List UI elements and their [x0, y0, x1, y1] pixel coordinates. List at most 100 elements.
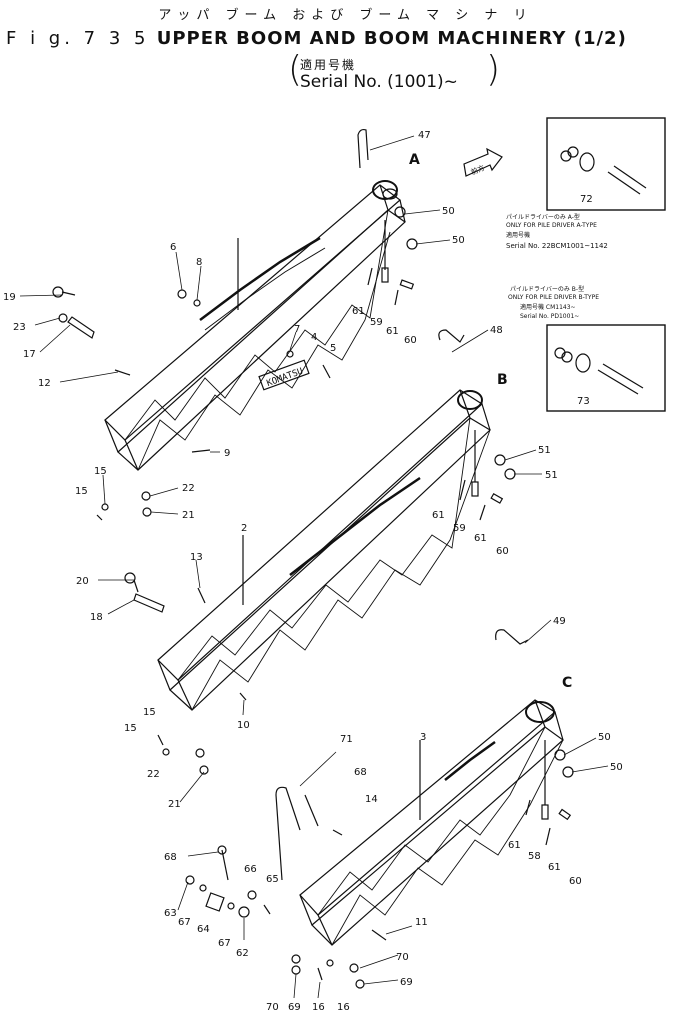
inset-a-serial-japanese: 適用号機 — [506, 232, 531, 239]
inset-b-disc — [575, 353, 591, 373]
part-label-62: 62 — [236, 948, 249, 959]
part-label-64: 64 — [197, 924, 210, 935]
inset-a-japanese: パイルドライバーのみ A-型 — [506, 214, 580, 221]
front-direction-arrow — [463, 147, 503, 177]
part-label-22-b: 22 — [147, 769, 160, 780]
part-label-61-f: 61 — [548, 862, 561, 873]
figure-number: F i g. 7 3 5 — [6, 28, 150, 49]
inset-a-english: ONLY FOR PILE DRIVER A-TYPE — [506, 222, 597, 229]
part-61-pin-a — [367, 267, 373, 286]
part-label-71: 71 — [340, 734, 353, 745]
detail-callout-c: C — [562, 675, 572, 691]
part-label-48: 48 — [490, 325, 503, 336]
part-label-16-b: 16 — [337, 1002, 350, 1011]
right-bracket: ) — [486, 49, 501, 90]
part-60-pin-a — [399, 279, 415, 290]
serial-japanese-label: 適用号機 — [300, 58, 357, 72]
part-14-bolt — [332, 829, 343, 836]
part-label-61-d: 61 — [474, 533, 487, 544]
front-arrow-label: 前方 — [469, 163, 485, 177]
part-64-bushing — [205, 892, 225, 912]
part-label-2: 2 — [241, 523, 247, 534]
part-label-66: 66 — [244, 864, 257, 875]
part-label-4: 4 — [311, 332, 317, 343]
part-7-pin — [286, 350, 294, 358]
part-59-link-b — [471, 481, 479, 497]
part-68-bolt-b — [221, 849, 229, 881]
part-label-51-a: 51 — [538, 445, 551, 456]
part-label-17: 17 — [23, 349, 36, 360]
part-label-68-a: 68 — [354, 767, 367, 778]
part-67-washer-b — [227, 902, 235, 910]
part-label-63: 63 — [164, 908, 177, 919]
part-label-60-a: 60 — [404, 335, 417, 346]
part-label-15-c: 15 — [143, 707, 156, 718]
part-15-washer-b — [162, 748, 170, 756]
inset-a-serial: Serial No. 22BCM1001~1142 — [506, 242, 608, 250]
part-label-60-b: 60 — [496, 546, 509, 557]
part-18-link-plate — [133, 593, 165, 613]
part-48-hook — [438, 329, 465, 343]
part-label-21-a: 21 — [182, 510, 195, 521]
boom-label-plate — [258, 359, 310, 391]
part-63-nut — [185, 875, 195, 885]
part-label-68-b: 68 — [164, 852, 177, 863]
part-label-22-a: 22 — [182, 483, 195, 494]
part-label-60-c: 60 — [569, 876, 582, 887]
inset-b-pin-top — [597, 369, 639, 395]
part-label-11: 11 — [415, 917, 428, 928]
part-label-67-a: 67 — [178, 917, 191, 928]
part-label-50-a: 50 — [442, 206, 455, 217]
part-label-61-b: 61 — [386, 326, 399, 337]
part-61-pin-d — [479, 504, 486, 521]
part-70-nut-a — [291, 954, 301, 964]
inset-b-washer-2 — [561, 351, 573, 363]
part-50-nut-c — [554, 749, 566, 761]
part-label-10: 10 — [237, 720, 250, 731]
inset-box-a — [546, 117, 666, 211]
part-9-bolt — [191, 449, 211, 453]
part-label-5: 5 — [330, 343, 336, 354]
part-61-pin-f — [545, 827, 551, 846]
part-5-bolt — [322, 364, 331, 379]
part-67-washer-a — [199, 884, 207, 892]
inset-box-b — [546, 324, 666, 412]
part-label-12: 12 — [38, 378, 51, 389]
upper-boom-section-2 — [157, 389, 491, 711]
part-8-washer — [193, 299, 201, 307]
part-label-50-c: 50 — [598, 732, 611, 743]
part-16-washer-b — [326, 959, 334, 967]
inset-b-part-number: 73 — [577, 396, 590, 407]
part-70-nut-b — [349, 963, 359, 973]
detail-callout-a: A — [409, 152, 420, 168]
part-label-50-b: 50 — [452, 235, 465, 246]
part-label-51-b: 51 — [545, 470, 558, 481]
part-21-nut-a — [142, 507, 152, 517]
part-22-washer-a — [141, 491, 151, 501]
part-label-67-b: 67 — [218, 938, 231, 949]
part-69-nut-b — [355, 979, 365, 989]
part-label-70-b: 70 — [396, 952, 409, 963]
part-label-15-d: 15 — [124, 723, 137, 734]
part-label-14: 14 — [365, 794, 378, 805]
part-68-bolt-b-head — [217, 845, 227, 855]
part-51-nut-a — [494, 454, 506, 466]
part-65-bolt — [263, 904, 271, 915]
part-23-washer — [58, 313, 68, 323]
part-50-nut-b — [406, 238, 418, 250]
figure-title: F i g. 7 3 5 UPPER BOOM AND BOOM MACHINE… — [6, 28, 686, 49]
part-label-65: 65 — [266, 874, 279, 885]
part-label-21-b: 21 — [168, 799, 181, 810]
part-58-link — [541, 804, 549, 820]
part-label-6: 6 — [170, 242, 176, 253]
part-label-23: 23 — [13, 322, 26, 333]
part-61-pin-c — [459, 479, 466, 501]
part-label-61-a: 61 — [352, 306, 365, 317]
detail-callout-b: B — [497, 372, 508, 388]
part-21-nut-b — [199, 765, 209, 775]
part-label-20: 20 — [76, 576, 89, 587]
part-15-pin-a — [96, 514, 103, 521]
part-19-bolt-shank — [61, 291, 76, 296]
part-15-washer-a — [101, 503, 109, 511]
